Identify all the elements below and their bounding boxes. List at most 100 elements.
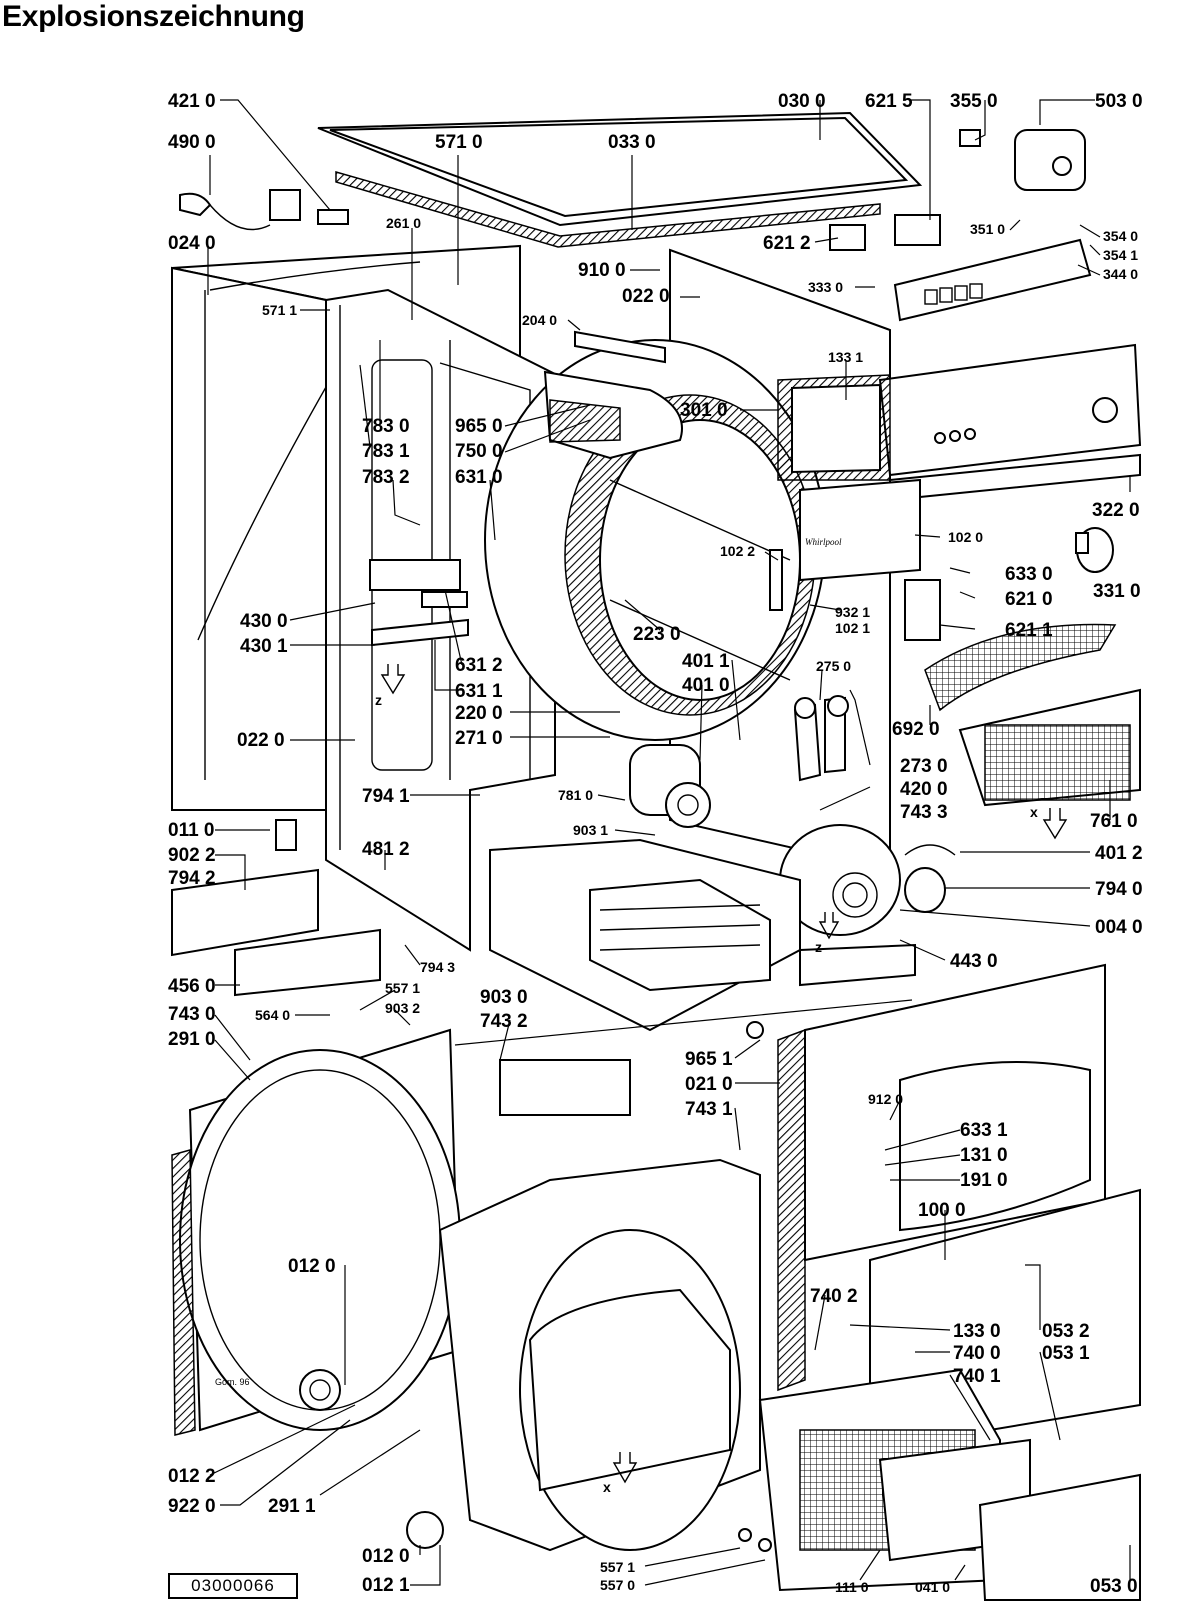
motor	[629, 744, 711, 828]
part-label: 503 0	[1095, 91, 1143, 112]
part-label: 354 0	[1103, 228, 1138, 244]
brand-mark: Whirlpool	[805, 537, 842, 547]
part-label: 965 0	[455, 416, 503, 437]
part-label: 030 0	[778, 91, 826, 112]
part-label: 631 2	[455, 655, 503, 676]
part-label: 191 0	[960, 1170, 1008, 1191]
drawing-shapes: Whirlpool Gom. 96	[171, 111, 1142, 1601]
part-label: 053 1	[1042, 1343, 1090, 1364]
part-label: 794 3	[420, 959, 455, 975]
left-brackets	[171, 868, 381, 997]
front-bulkhead	[438, 1158, 761, 1552]
part-label: 633 0	[1005, 564, 1053, 585]
part-label: 571 0	[435, 132, 483, 153]
part-label: 100 0	[918, 1200, 966, 1221]
part-label: 355 0	[950, 91, 998, 112]
arrow-down-icon	[1042, 808, 1068, 840]
part-label: 557 1	[385, 980, 420, 996]
marker-label: x	[603, 1479, 611, 1495]
blower	[779, 824, 901, 936]
part-label: 794 1	[362, 786, 410, 807]
part-label: 102 2	[720, 543, 755, 559]
part-label: 041 0	[915, 1579, 950, 1595]
part-label: 102 0	[948, 529, 983, 545]
part-label: 621 0	[1005, 589, 1053, 610]
part-label: 322 0	[1092, 500, 1140, 521]
part-label: 033 0	[608, 132, 656, 153]
part-label: 783 0	[362, 416, 410, 437]
part-label: 903 1	[573, 822, 608, 838]
part-label: 021 0	[685, 1074, 733, 1095]
marker-label: z	[815, 939, 822, 955]
part-label: 903 2	[385, 1000, 420, 1016]
part-label: 204 0	[522, 312, 557, 328]
part-label: 621 1	[1005, 620, 1053, 641]
part-label: 421 0	[168, 91, 216, 112]
part-label: 333 0	[808, 279, 843, 295]
part-label: 750 0	[455, 441, 503, 462]
top-cover	[317, 111, 923, 248]
part-label: 932 1	[835, 604, 870, 620]
part-label: 344 0	[1103, 266, 1138, 282]
part-label: 794 0	[1095, 879, 1143, 900]
hinge-plate	[893, 238, 1092, 322]
filter-drawer	[758, 1368, 1141, 1601]
part-label: 740 2	[810, 1286, 858, 1307]
control-box	[777, 374, 921, 582]
arrow-down-icon	[612, 1452, 638, 1484]
part-label: 053 2	[1042, 1321, 1090, 1342]
part-label: 740 1	[953, 1366, 1001, 1387]
part-label: 011 0	[168, 820, 215, 841]
part-label: 903 0	[480, 987, 528, 1008]
part-label: 743 3	[900, 802, 948, 823]
part-label: 301 0	[680, 400, 728, 421]
part-label: 111 0	[835, 1579, 869, 1595]
part-label: 761 0	[1090, 811, 1138, 832]
part-label: 781 0	[558, 787, 593, 803]
part-label: 275 0	[816, 658, 851, 674]
misc-components	[179, 129, 1086, 1552]
part-label: 133 1	[828, 349, 863, 365]
part-label: 273 0	[900, 756, 948, 777]
part-label: 012 1	[362, 1575, 410, 1596]
tensioner	[793, 695, 849, 782]
direction-markers: z z x x	[375, 664, 1068, 1495]
part-label: 743 2	[480, 1011, 528, 1032]
part-label: 633 1	[960, 1120, 1008, 1141]
part-label: 012 0	[362, 1546, 410, 1567]
part-label: 902 2	[168, 845, 216, 866]
part-label: 012 2	[168, 1466, 216, 1487]
arrow-down-icon	[818, 912, 840, 940]
part-labels: 421 0 490 0 024 0 571 0 030 0 033 0 621 …	[168, 91, 1143, 1597]
part-label: 291 1	[268, 1496, 316, 1517]
part-label: 102 1	[835, 620, 870, 636]
part-label: 621 2	[763, 233, 811, 254]
part-label: 420 0	[900, 779, 948, 800]
part-label: 430 0	[240, 611, 288, 632]
knob	[1075, 527, 1114, 573]
part-label: 783 1	[362, 441, 410, 462]
part-label: 557 1	[600, 1559, 635, 1575]
part-label: 743 1	[685, 1099, 733, 1120]
part-label: 024 0	[168, 233, 216, 254]
part-label: 271 0	[455, 728, 503, 749]
part-label: 910 0	[578, 260, 626, 281]
part-label: 912 0	[868, 1091, 903, 1107]
part-label: 131 0	[960, 1145, 1008, 1166]
rear-bulkhead	[171, 1028, 462, 1436]
part-label: 783 2	[362, 467, 410, 488]
part-label: 401 1	[682, 651, 730, 672]
arrow-down-icon	[380, 664, 406, 695]
part-label: 456 0	[168, 976, 216, 997]
part-label: 012 0	[288, 1256, 336, 1277]
part-label: 490 0	[168, 132, 216, 153]
part-label: 692 0	[892, 719, 940, 740]
belt	[904, 844, 956, 913]
marker-label: z	[375, 692, 382, 708]
part-label: 794 2	[168, 868, 216, 889]
part-label: 481 2	[362, 839, 410, 860]
part-label: 004 0	[1095, 917, 1143, 938]
part-label: 351 0	[970, 221, 1005, 237]
part-label: 022 0	[237, 730, 285, 751]
part-label: 564 0	[255, 1007, 290, 1023]
